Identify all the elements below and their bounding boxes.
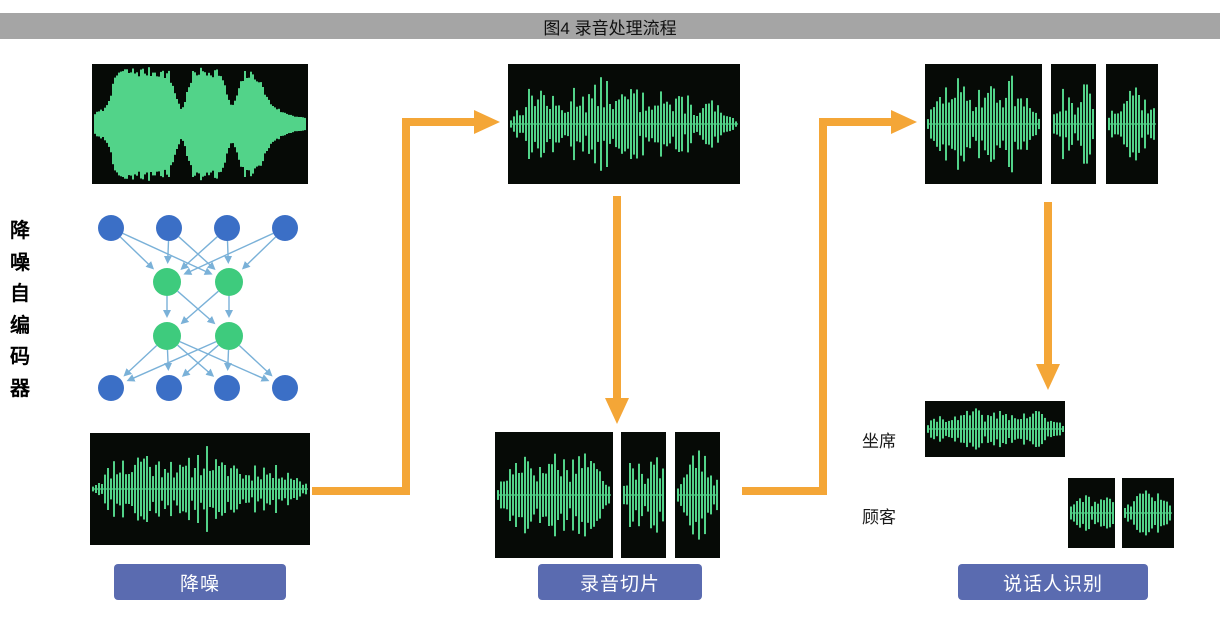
denoise-step-button: 降噪 xyxy=(114,564,286,600)
slicing-step-button: 录音切片 xyxy=(538,564,702,600)
customer-waveform1-image xyxy=(1068,478,1115,548)
noisy-waveform-image xyxy=(92,64,308,184)
clean-waveform-image xyxy=(508,64,740,184)
diagram-title: 图4 录音处理流程 xyxy=(543,18,677,38)
customer-waveform2-image xyxy=(1122,478,1174,548)
denoised-waveform-image xyxy=(90,433,310,545)
sliced-input-small1-image xyxy=(1051,64,1096,184)
speaker-id-step-button: 说话人识别 xyxy=(958,564,1148,600)
sliced-input-small2-image xyxy=(1106,64,1158,184)
arrow-denoise-to-clean-icon xyxy=(312,110,500,495)
agent-waveform-image xyxy=(925,401,1065,457)
slice-waveform-small2-image xyxy=(675,432,720,558)
slice-waveform-large-image xyxy=(495,432,613,558)
autoencoder-network-diagram xyxy=(98,215,298,401)
speaker-id-step-label: 说话人识别 xyxy=(1002,573,1103,595)
slice-waveform-small1-image xyxy=(621,432,666,558)
customer-label: 顾客 xyxy=(862,508,896,527)
sliced-input-large-image xyxy=(925,64,1042,184)
agent-label: 坐席 xyxy=(862,432,896,451)
autoencoder-label: 降噪自编码器 xyxy=(10,220,30,400)
slicing-step-label: 录音切片 xyxy=(579,573,660,595)
title-banner: 图4 录音处理流程 xyxy=(0,13,1220,39)
denoise-step-label: 降噪 xyxy=(179,573,220,595)
